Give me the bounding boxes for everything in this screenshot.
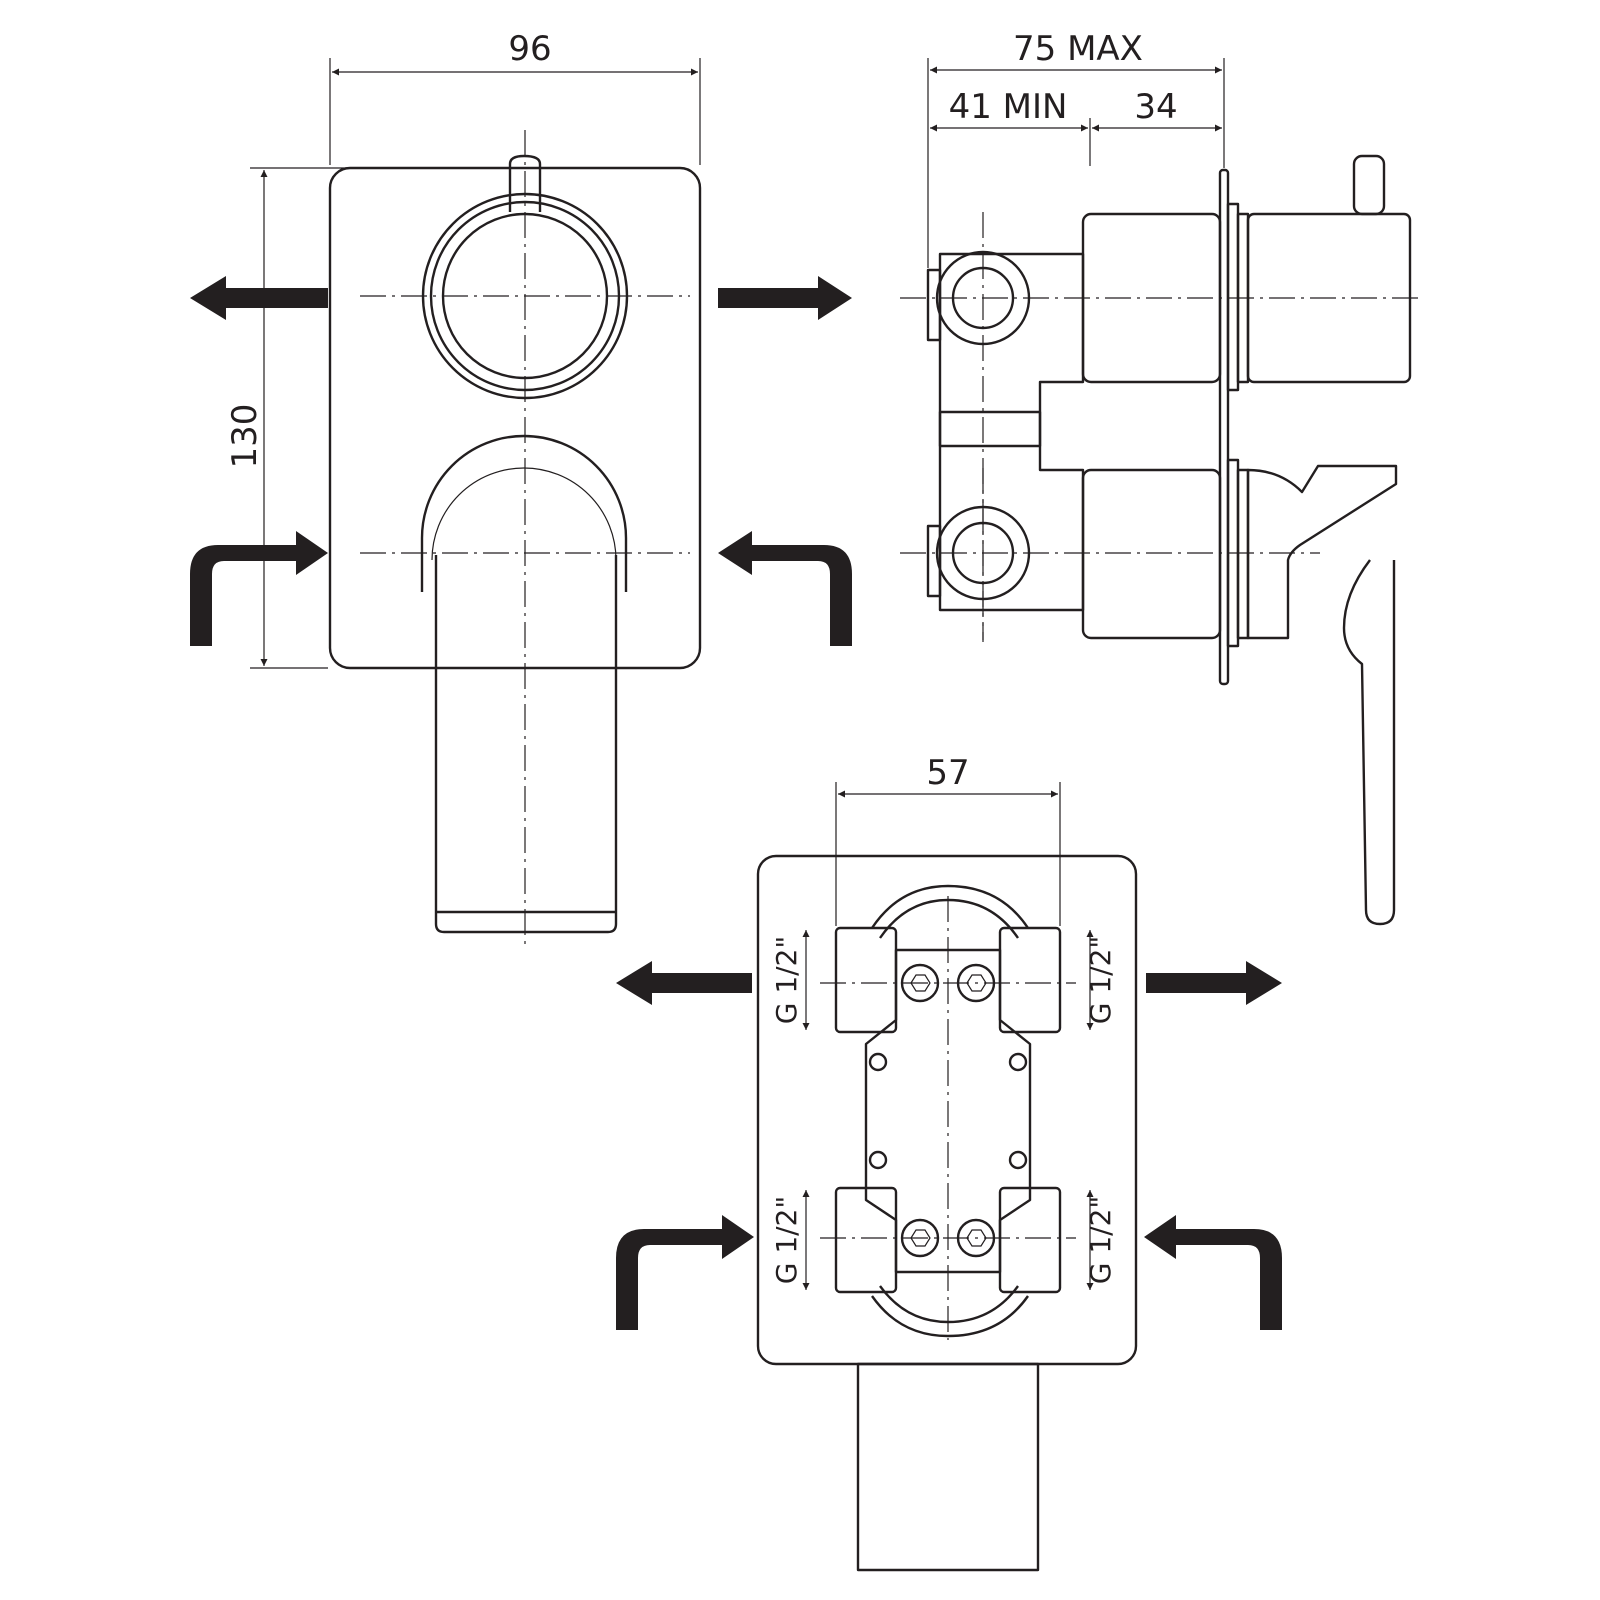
mount-hole-2 <box>1008 1052 1028 1072</box>
outlet-arrow-back-left-icon <box>616 961 752 1005</box>
dim-plate-height: 130 <box>225 404 265 469</box>
mixer-lever-side <box>1246 464 1398 640</box>
front-view: 96 130 <box>190 29 852 945</box>
dim-depth-max: 75 MAX <box>1013 29 1143 69</box>
inlet-arrow-back-right-icon <box>1144 1215 1282 1330</box>
mount-hole-4 <box>1008 1150 1028 1170</box>
port-bottom-right <box>998 1186 1062 1294</box>
port-top-left <box>834 926 898 1034</box>
mixer-lever-front <box>420 434 628 592</box>
side-plate <box>1218 168 1230 686</box>
dim-depth-min: 41 MIN <box>949 87 1068 127</box>
diverter-pin <box>508 154 542 212</box>
dim-plate-width: 96 <box>508 29 551 69</box>
back-plate <box>756 854 1138 1366</box>
mixer-lever-body <box>434 555 618 934</box>
outlet-arrow-back-right-icon <box>1146 961 1282 1005</box>
side-view: 75 MAX 41 MIN 34 <box>900 29 1420 926</box>
port-bottom-left <box>834 1186 898 1294</box>
inlet-arrow-back-left-icon <box>616 1215 754 1330</box>
outlet-arrow-right-icon <box>718 276 852 320</box>
diverter-pin-side <box>1352 154 1386 216</box>
thread-label-bottom-right: G 1/2" <box>1084 1196 1117 1285</box>
dim-inlet-spacing: 57 <box>926 753 969 793</box>
outlet-arrow-left-icon <box>190 276 328 320</box>
mixer-lever-front-inner <box>431 467 617 561</box>
port-top-right <box>998 926 1062 1034</box>
back-view: 57 G 1/2" G 1/2" G 1/2" G 1/2" <box>616 753 1282 1572</box>
dim-handle-depth: 34 <box>1134 87 1177 127</box>
thread-label-top-left: G 1/2" <box>770 936 803 1025</box>
front-plate <box>328 166 702 670</box>
mount-hole-3 <box>868 1150 888 1170</box>
thread-label-bottom-left: G 1/2" <box>770 1196 803 1285</box>
thread-label-top-right: G 1/2" <box>1084 936 1117 1025</box>
mount-hole-1 <box>868 1052 888 1072</box>
inlet-arrow-right-icon <box>718 531 852 646</box>
back-box-extension <box>856 1362 1040 1572</box>
mounting-bracket <box>864 948 1032 1274</box>
inlet-arrow-left-icon <box>190 531 328 646</box>
